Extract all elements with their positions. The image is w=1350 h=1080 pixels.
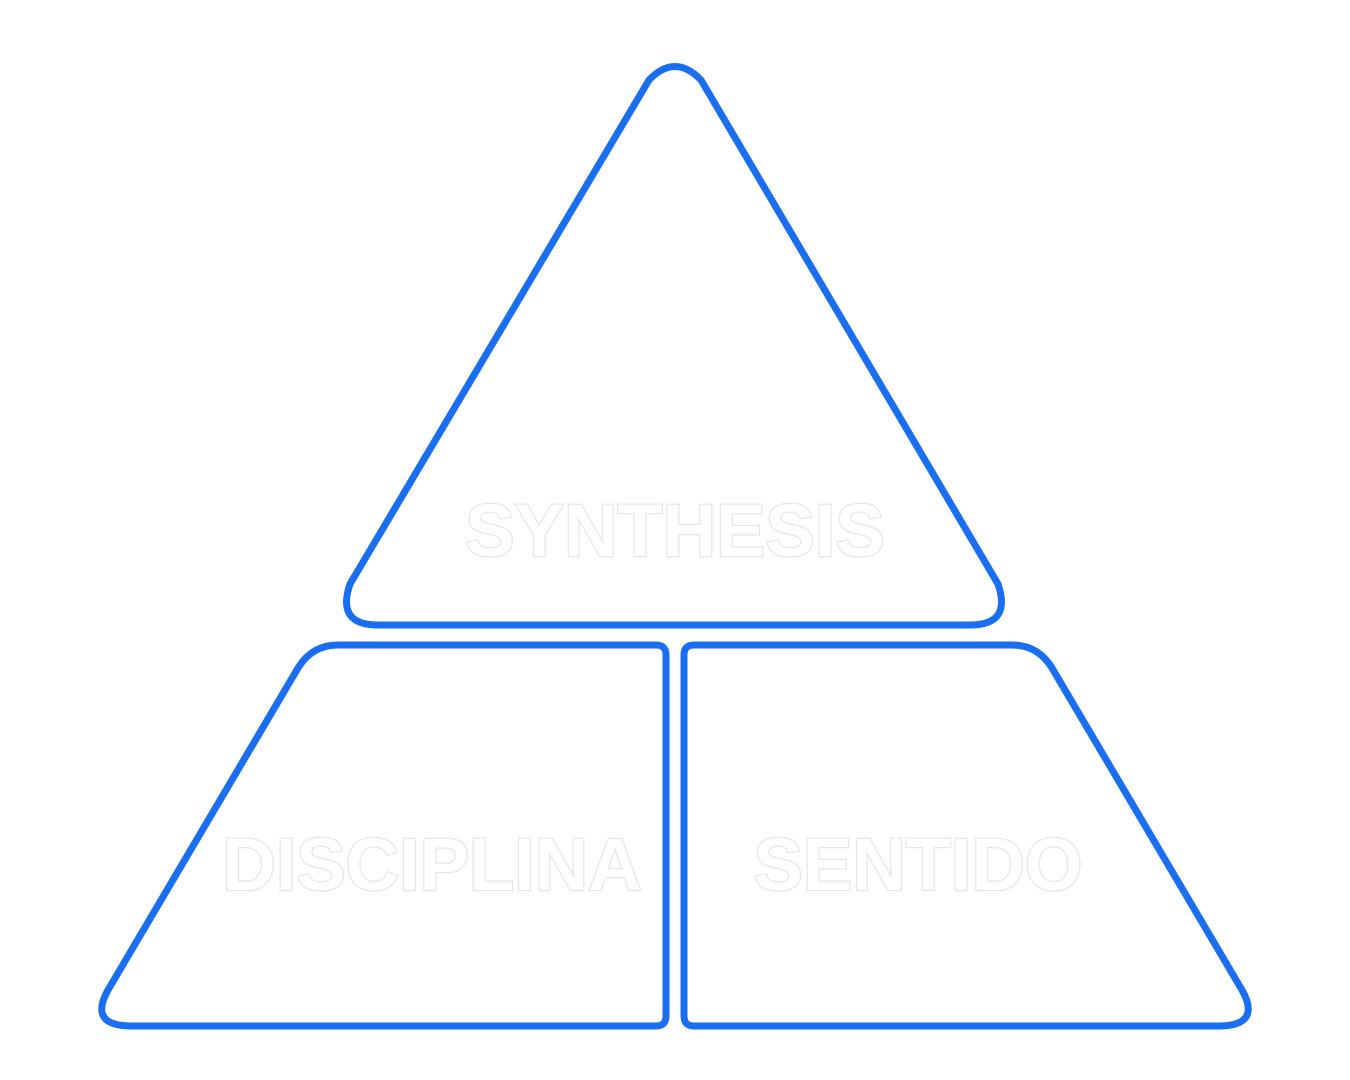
top-triangle-shape bbox=[343, 63, 1005, 629]
section-top: SYNTHESIS bbox=[343, 63, 1005, 629]
bottom-left-trapezoid-shape bbox=[98, 641, 670, 1030]
synthesis-label: SYNTHESIS bbox=[465, 489, 884, 572]
bottom-right-trapezoid-shape bbox=[680, 641, 1252, 1030]
section-bottom-left: DISCIPLINA bbox=[98, 641, 670, 1030]
section-bottom-right: SENTIDO bbox=[680, 641, 1252, 1030]
sentido-label: SENTIDO bbox=[754, 823, 1083, 906]
disciplina-label: DISCIPLINA bbox=[222, 823, 641, 906]
